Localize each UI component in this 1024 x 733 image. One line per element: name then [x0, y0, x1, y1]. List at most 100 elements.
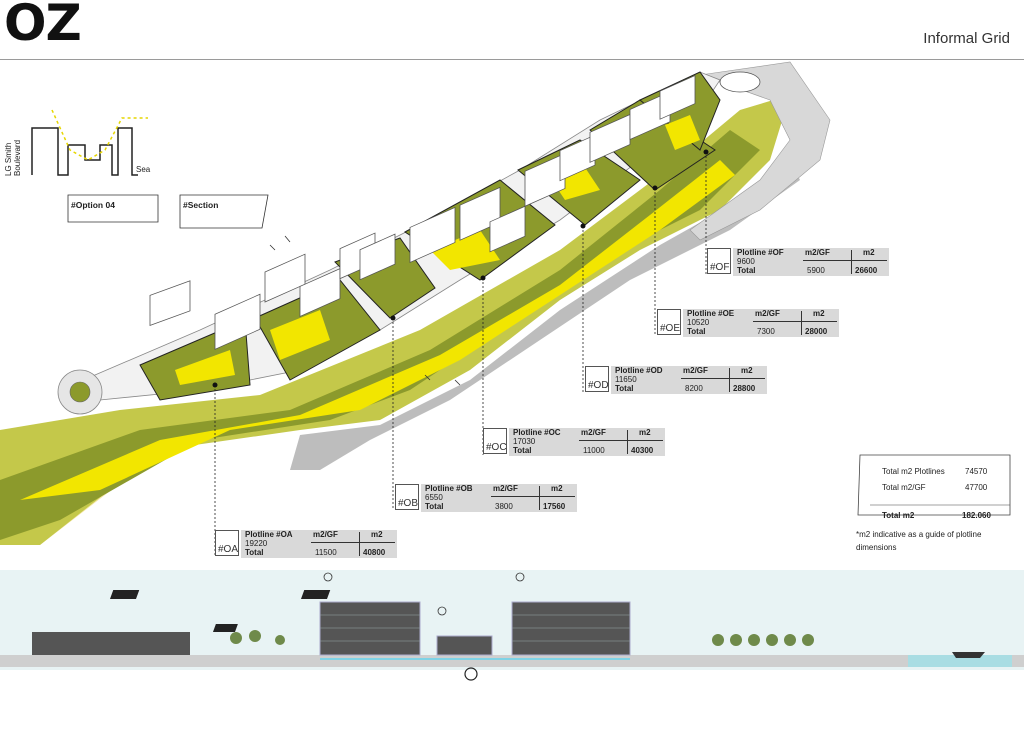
plotline-code: #OD: [588, 380, 609, 391]
section-building-b: [436, 635, 493, 656]
plotline-total-label: Total: [513, 446, 532, 455]
table-divider: [627, 430, 628, 454]
sea-label: Sea: [136, 165, 151, 174]
promenade-path: [290, 160, 800, 470]
plotline-total-label: Total: [245, 548, 264, 557]
section-ground: [0, 655, 1024, 667]
gf-header: m2/GF: [683, 366, 708, 375]
plotline-label: Plotline #OC: [513, 428, 561, 437]
plotline-m2: 26600: [855, 266, 878, 275]
buildings: [149, 74, 696, 350]
plotline-total-label: Total: [615, 384, 634, 393]
plotline-area: 10520: [687, 318, 710, 327]
section-building-low: [32, 632, 190, 655]
option-tag-box: [67, 194, 159, 223]
total-plotlines-value: 74570: [965, 467, 988, 476]
totals-note: *m2 indicative as a guide of plotline di…: [856, 530, 982, 552]
solar-panels: [109, 590, 331, 632]
page-title: Informal Grid: [923, 30, 1010, 47]
plotline-area: 6550: [425, 493, 443, 502]
plotline-m2: 28000: [805, 327, 828, 336]
plotline-code-box: #OB: [395, 484, 419, 510]
plotline-m2: 17560: [543, 502, 566, 511]
section-tag: #Section: [183, 200, 219, 210]
plotline-m2: 40300: [631, 446, 654, 455]
plotline-code: #OF: [710, 262, 730, 273]
inset-section-diagram: [31, 127, 138, 176]
plotline-area: 9600: [737, 257, 755, 266]
gf-header: m2/GF: [805, 248, 830, 257]
m2-header: m2: [813, 309, 825, 318]
plotline-gf: 3800: [495, 502, 513, 511]
seawall: [689, 61, 831, 241]
plotline-code-box: #OE: [657, 309, 681, 335]
table-divider: [681, 378, 765, 379]
plotline-m2: 40800: [363, 548, 386, 557]
sun-path-line: [51, 109, 148, 161]
total-m2-label: Total m2: [882, 511, 915, 520]
plotline-gf: 8200: [685, 384, 703, 393]
header-divider: [0, 59, 1024, 60]
sun-icons: [323, 572, 525, 616]
water-cycle-icon: [464, 667, 478, 681]
table-divider: [359, 532, 360, 556]
leader-dots: [212, 149, 709, 388]
plotline-code: #OC: [486, 442, 507, 453]
plotline-code-box: #OF: [707, 248, 731, 274]
plotline-total-label: Total: [687, 327, 706, 336]
plotline-label: Plotline #OA: [245, 530, 293, 539]
plotline-total-label: Total: [425, 502, 444, 511]
plotline-label: Plotline #OF: [737, 248, 784, 257]
total-gf-value: 47700: [965, 483, 988, 492]
trees: [230, 630, 814, 646]
plotline-code-box: #OD: [585, 366, 609, 392]
total-plotlines-label: Total m2 Plotlines: [882, 467, 945, 476]
m2-header: m2: [741, 366, 753, 375]
section-building-c: [511, 601, 631, 656]
plotline-code: #OB: [398, 498, 419, 509]
gf-header: m2/GF: [581, 428, 606, 437]
section-cut-marks: [269, 235, 461, 386]
table-divider: [311, 542, 395, 543]
gf-header: m2/GF: [313, 530, 338, 539]
plotline-total-label: Total: [737, 266, 756, 275]
water-tank: [719, 71, 761, 93]
plotline-gf: 11000: [583, 446, 605, 455]
plotline-area: 19220: [245, 539, 268, 548]
gf-header: m2/GF: [755, 309, 780, 318]
plotline-code-box: #OC: [483, 428, 507, 454]
m2-header: m2: [551, 484, 563, 493]
section-building-a: [319, 601, 421, 656]
leader-lines: [214, 152, 707, 555]
total-m2-value: 182.060: [962, 511, 991, 520]
plotline-gf: 11500: [315, 548, 337, 557]
section-sea: [908, 655, 1012, 667]
table-divider: [579, 440, 663, 441]
gf-header: m2/GF: [493, 484, 518, 493]
plotline-area: 11650: [615, 375, 637, 384]
plotline-code-box: #OA: [215, 530, 239, 556]
section-tag-box: [179, 194, 269, 229]
boat-icon: [952, 652, 985, 658]
plotline-code: #OE: [660, 323, 681, 334]
table-divider: [491, 496, 575, 497]
table-divider: [851, 250, 852, 274]
plotline-gf: 5900: [807, 266, 825, 275]
logo: OZ: [4, 0, 82, 52]
total-gf-label: Total m2/GF: [882, 483, 926, 492]
table-divider: [729, 368, 730, 392]
plotline-label: Plotline #OD: [615, 366, 663, 375]
road-label: LG Smith Boulevard: [4, 139, 22, 176]
table-divider: [801, 311, 802, 335]
m2-header: m2: [863, 248, 875, 257]
plotline-gf: 7300: [757, 327, 775, 336]
m2-header: m2: [371, 530, 383, 539]
table-divider: [803, 260, 887, 261]
plotline-area: 17030: [513, 437, 536, 446]
road-label-wrap: LG Smith Boulevard: [4, 126, 56, 176]
